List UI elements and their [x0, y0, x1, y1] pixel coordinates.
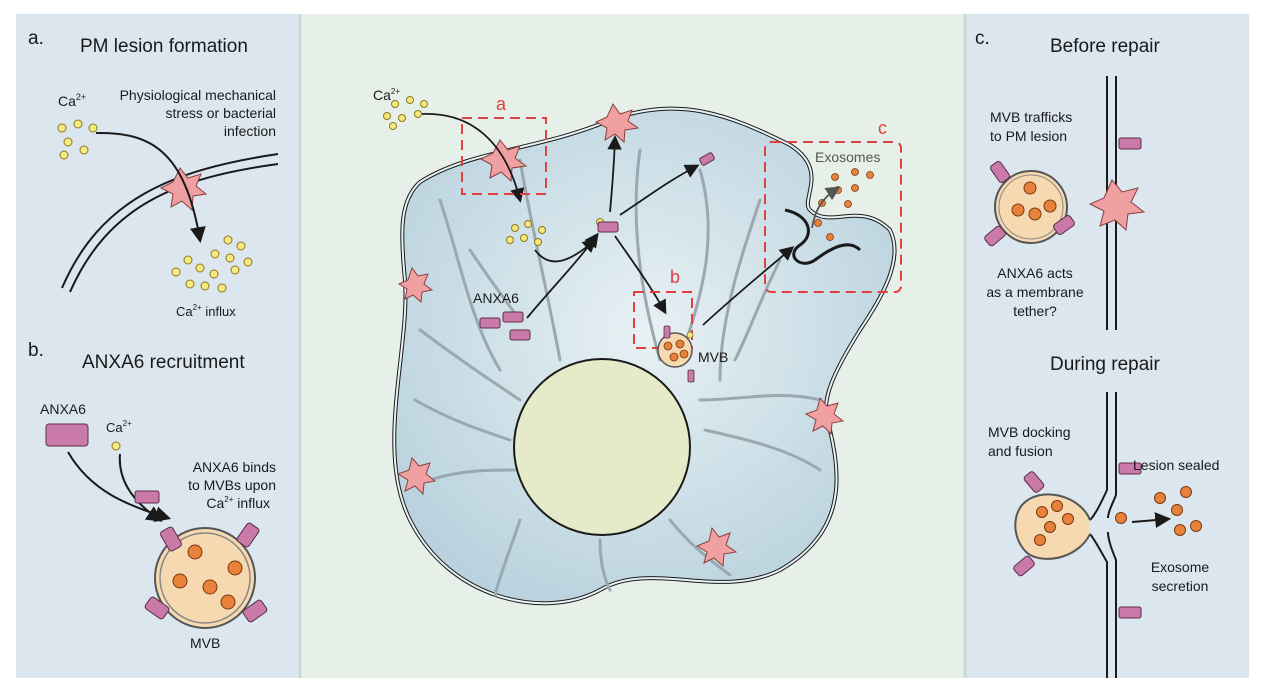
callout-box-a: [461, 117, 547, 195]
secretion-text-line2: secretion: [1152, 578, 1209, 594]
secretion-text-line1: Exosome: [1151, 559, 1210, 575]
exosome-dots-released: [1154, 486, 1202, 536]
exosome-dots-center: [814, 168, 874, 241]
mvb-vesicle-before: [984, 161, 1075, 247]
callout-box-b: [633, 291, 693, 349]
stress-text-line1: Physiological mechanical: [120, 87, 276, 103]
cytoskeleton-fibers: [413, 148, 822, 597]
tether-text-line2: as a membrane: [986, 284, 1083, 300]
docking-text-line1: MVB docking: [988, 424, 1070, 440]
callout-box-c: [764, 141, 902, 293]
mvb-label-center: MVB: [698, 349, 728, 365]
tether-text-line1: ANXA6 acts: [997, 265, 1072, 281]
mvb-fusing: [1013, 471, 1091, 577]
membrane-lesions: [396, 103, 845, 568]
panel-c-title-before: Before repair: [1050, 36, 1161, 57]
sealed-label: Lesion sealed: [1133, 457, 1219, 473]
calcium-ions-center: [383, 96, 428, 130]
ca-label-b: Ca2+: [106, 419, 132, 435]
center-panel: Ca2+ ANXA6 a: [373, 87, 902, 606]
ca-label-a: Ca2+: [58, 92, 86, 109]
panel-b: b. ANXA6 recruitment ANXA6 Ca2+ ANXA6 bi…: [28, 340, 276, 651]
callout-label-c: c: [878, 118, 887, 138]
callout-label-a: a: [496, 94, 507, 114]
calcium-ions-a: [57, 119, 98, 160]
panel-b-letter: b.: [28, 340, 44, 361]
exosomes-label: Exosomes: [815, 149, 880, 165]
panel-a-title: PM lesion formation: [80, 36, 248, 57]
docking-text-line2: and fusion: [988, 443, 1053, 459]
anxa6-protein-icon: [45, 423, 89, 447]
callout-label-b: b: [670, 267, 680, 287]
panel-c: c. Before repair MVB trafficks to PM les…: [975, 28, 1219, 678]
panel-c-letter: c.: [975, 28, 990, 49]
lesion-icon: [159, 167, 208, 212]
anxa6-label-b: ANXA6: [40, 401, 86, 417]
stress-text-line2: stress or bacterial: [166, 105, 276, 121]
binds-text-line2: to MVBs upon: [188, 477, 276, 493]
binds-text-line3: Ca2+ influx: [206, 495, 270, 511]
lesion-icon-before: [1088, 179, 1146, 232]
ca-label-center: Ca2+: [373, 87, 400, 103]
traffics-text-line1: MVB trafficks: [990, 109, 1072, 125]
tether-text-line3: tether?: [1013, 303, 1057, 319]
stress-text-line3: infection: [224, 123, 276, 139]
plasma-membrane-a: [61, 153, 279, 289]
panel-c-title-during: During repair: [1050, 354, 1160, 375]
traffics-text-line2: to PM lesion: [990, 128, 1067, 144]
panel-a: a. PM lesion formation Ca2+ Physiologica…: [28, 28, 279, 319]
mvb-vesicle-b: [144, 522, 268, 629]
panel-b-title: ANXA6 recruitment: [82, 352, 245, 373]
influx-label: Ca2+ influx: [176, 303, 236, 319]
panel-a-letter: a.: [28, 28, 44, 49]
binds-text-line1: ANXA6 binds: [193, 459, 276, 475]
anxa6-label-center: ANXA6: [473, 290, 519, 306]
calcium-influx-dots: [171, 235, 253, 293]
nucleus: [513, 358, 691, 536]
mvb-vesicle-center: [657, 325, 695, 383]
mvb-label-b: MVB: [190, 635, 220, 651]
